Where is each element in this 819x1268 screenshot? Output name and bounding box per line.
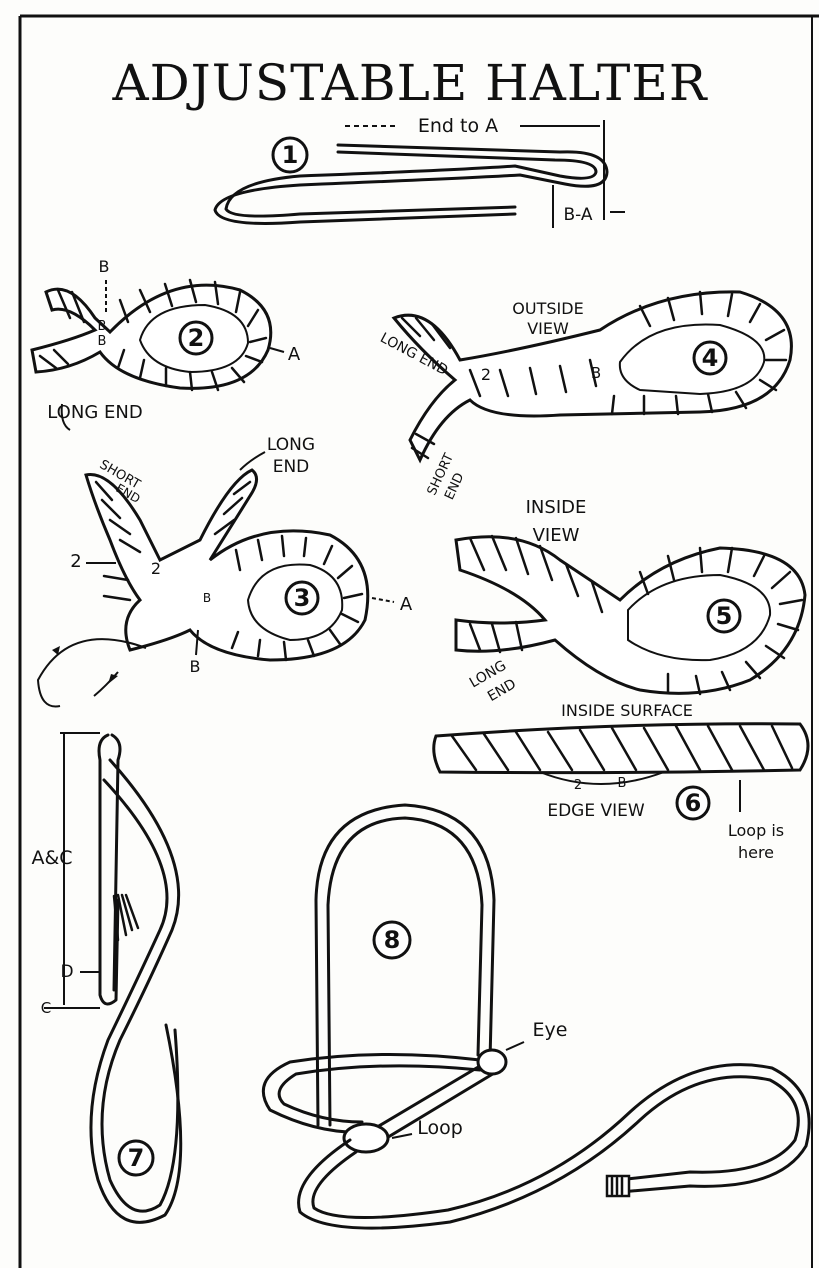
figure-5: 5 INSIDE VIEW LONG END [456,497,805,705]
figure-8: 8 Eye Loop [263,805,809,1228]
label-eye-8: Eye [533,1019,568,1041]
step-5-number: 5 [716,602,733,630]
label-b-a: B-A [563,205,592,225]
label-b-on-rope: B [98,319,107,334]
label-outside-4: OUTSIDE [512,299,583,318]
label-2-on-rope-6: 2 [574,778,582,793]
page-title: ADJUSTABLE HALTER [111,54,707,112]
pointer-long-end-3 [240,452,265,470]
rope-7-left-b [112,735,120,990]
arrow-a-2 [270,348,284,352]
step-3-number: 3 [294,584,311,612]
label-a-2: A [288,344,301,365]
label-2-left: 2 [70,551,81,572]
label-inside-surface-6: INSIDE SURFACE [561,701,693,720]
label-d-7: D [60,962,73,982]
label-edge-view-6: EDGE VIEW [547,801,645,821]
label-end-to-a: End to A [418,115,498,137]
label-loop-is-6: Loop is [728,821,784,840]
label-long-3: LONG [267,435,315,455]
arrowhead-3b [108,674,118,684]
label-b-on-rope-2: B [98,334,107,349]
label-view-4: VIEW [527,319,569,338]
label-b-on-rope-3: B [203,591,211,605]
label-a-3: A [400,594,413,615]
label-2-on-rope: 2 [151,559,161,578]
loop-ring [344,1124,388,1152]
step-7-number: 7 [128,1144,145,1172]
label-end-3: END [273,457,310,477]
figure-4: 4 OUTSIDE VIEW LONG END 2 B SHORT END [377,292,791,502]
step-4-number: 4 [702,344,719,372]
figure-2: 2 B B B A LONG END [32,257,301,430]
step-1-number: 1 [282,141,299,169]
label-loop-8: Loop [417,1117,463,1139]
label-2-on-rope-4: 2 [481,365,491,384]
eye-ring [478,1050,506,1074]
figure-3: 3 LONG END SHORT END 2 2 B B A [38,435,413,706]
figure-1: 1 End to A B-A [215,115,625,228]
label-b-bottom-3: B [190,657,201,676]
figure-6: INSIDE SURFACE 2 B EDGE VIEW 6 Loop is h… [434,701,808,862]
label-b-top: B [99,257,110,276]
label-inside-5: INSIDE [526,497,587,518]
label-here-6: here [738,843,774,862]
figure-7: A&C D C 7 [31,733,180,1222]
step-8-number: 8 [384,926,401,954]
label-c-7: C [41,999,51,1017]
step-6-number: 6 [685,789,702,817]
arrow-a-3 [372,598,394,602]
label-view-5: VIEW [533,525,580,546]
label-b-on-rope-4: B [591,364,601,382]
step-2-number: 2 [188,324,205,352]
label-b-on-rope-6: B [618,776,627,791]
noseband-inner [279,1066,480,1122]
label-a-c-7: A&C [31,847,72,869]
arrow-eye-8 [506,1042,524,1050]
